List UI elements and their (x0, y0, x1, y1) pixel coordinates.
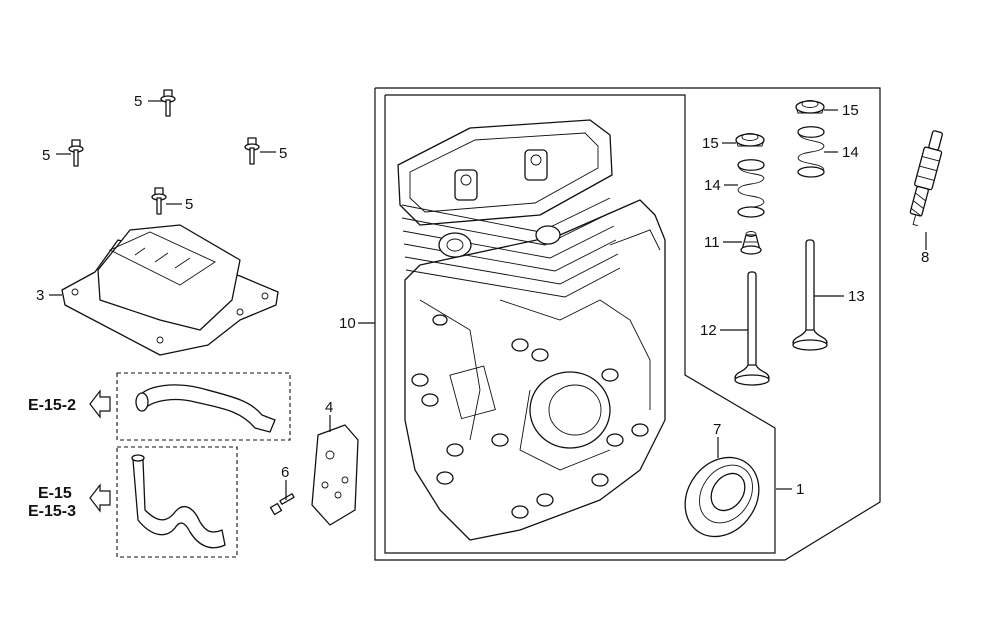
callout-15: 15 (842, 102, 859, 119)
callout-5: 5 (42, 147, 50, 164)
valve-stem-seal (740, 231, 762, 255)
callout-10: 10 (339, 315, 356, 332)
callout-14: 14 (704, 177, 721, 194)
arrow-left-icon-2 (89, 483, 111, 513)
cylinder-block (397, 119, 666, 541)
spark-plug-icon (909, 130, 943, 227)
callout-7: 7 (713, 421, 721, 438)
callout-6: 6 (281, 464, 289, 481)
callout-14: 14 (842, 144, 859, 161)
callout-4: 4 (325, 399, 333, 416)
head-cover (61, 224, 279, 356)
assembly-frame (374, 87, 881, 561)
ref-label-e15-3: E-15-3 (28, 503, 76, 520)
arrow-left-icon (89, 389, 111, 419)
oil-seal (684, 456, 760, 538)
bolt-c (244, 137, 260, 165)
callout-5: 5 (134, 93, 142, 110)
valve-icon (734, 271, 770, 386)
valve-retainer-right (795, 100, 825, 114)
callout-5: 5 (185, 196, 193, 213)
ref-label-e15: E-15 (38, 485, 72, 502)
callout-3: 3 (36, 287, 44, 304)
bolt-b (68, 139, 84, 167)
bolt-small (269, 493, 295, 516)
callout-12: 12 (700, 322, 717, 339)
valve-spring-right (797, 126, 825, 178)
valve-exhaust (792, 239, 828, 351)
breather-tube-box-2 (116, 446, 238, 558)
bolt-d (151, 187, 167, 215)
valve-retainer-left (735, 133, 765, 147)
ref-label-e15-2: E-15-2 (28, 397, 76, 414)
bolt-icon (160, 89, 176, 117)
callout-8: 8 (921, 249, 929, 266)
callout-1: 1 (796, 481, 804, 498)
breather-tube-box-1 (116, 372, 291, 441)
spring-icon (737, 159, 765, 218)
callout-15: 15 (702, 135, 719, 152)
gasket-plate (311, 424, 359, 526)
leader-lines (49, 100, 927, 500)
callout-5: 5 (279, 145, 287, 162)
callout-13: 13 (848, 288, 865, 305)
callout-11: 11 (704, 234, 720, 251)
